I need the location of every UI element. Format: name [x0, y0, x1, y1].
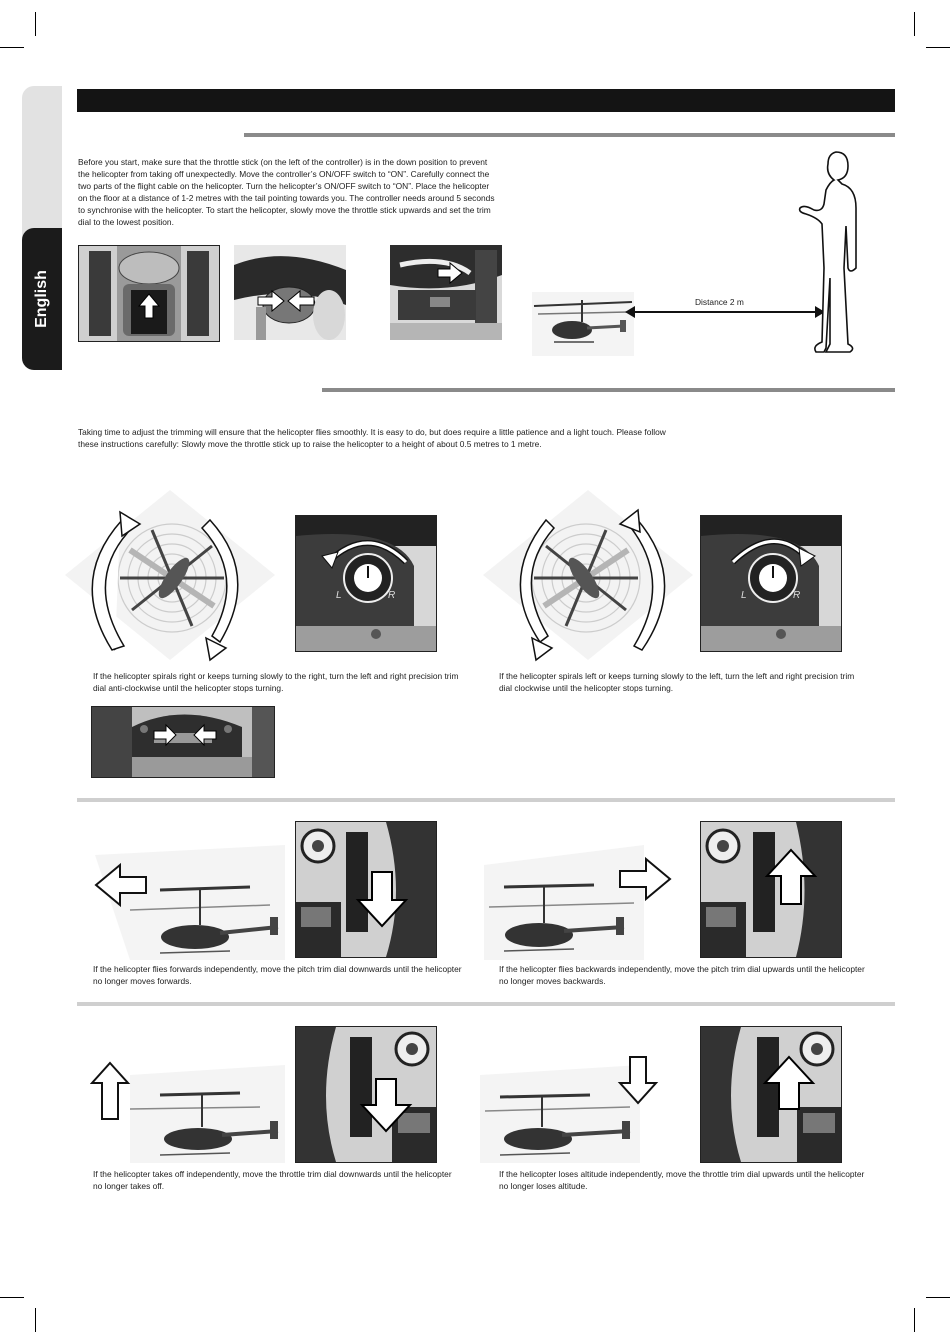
trimming-paragraph: Taking time to adjust the trimming will …: [78, 427, 666, 449]
helicopter-takeoff-diagram: [90, 1061, 285, 1163]
caption-spin-left: If the helicopter spirals left or keeps …: [499, 671, 855, 693]
helicopter-descend-diagram: [480, 1056, 659, 1163]
helicopter-backward-diagram: [484, 845, 672, 960]
separator-pitch: [77, 798, 895, 802]
crop-mark: [926, 1297, 950, 1298]
throttle-trim-down-photo: [295, 1026, 437, 1163]
trim-dial-clockwise-photo: L R: [700, 515, 842, 652]
language-tab-english[interactable]: English: [22, 228, 62, 370]
start-paragraph: Before you start, make sure that the thr…: [78, 157, 495, 227]
throttle-trim-up-photo: [700, 1026, 842, 1163]
distance-arrow: [625, 306, 825, 318]
pitch-trim-up-photo: [700, 821, 842, 958]
pitch-trim-down-photo: [295, 821, 437, 958]
caption-pitch-forward: If the helicopter flies forwards indepen…: [93, 964, 462, 986]
crop-mark: [914, 1308, 915, 1332]
caption-throttle-loses: If the helicopter loses altitude indepen…: [499, 1169, 865, 1191]
subsection-bar-trimming: [322, 388, 895, 392]
crop-mark: [0, 47, 24, 48]
section-heading-bar: [77, 89, 895, 112]
caption-pitch-backward: If the helicopter flies backwards indepe…: [499, 964, 865, 986]
crop-mark: [35, 1308, 36, 1332]
caption-spin-right: If the helicopter spirals right or keeps…: [93, 671, 459, 693]
helicopter-forward-diagram: [94, 845, 285, 960]
dial-letter-r: R: [388, 590, 395, 601]
dial-letter-r: R: [793, 590, 800, 601]
controller-throttle-photo: [78, 245, 220, 342]
caption-throttle-takeoff: If the helicopter takes off independentl…: [93, 1169, 452, 1191]
subsection-bar-start: [244, 133, 895, 137]
helicopter-spin-left-diagram: [483, 490, 693, 662]
dial-letter-l: L: [336, 590, 342, 601]
person-figure: [798, 151, 857, 353]
dial-letter-l: L: [741, 590, 747, 601]
language-tab-label: English: [33, 270, 50, 328]
crop-mark: [914, 12, 915, 36]
crop-mark: [926, 47, 950, 48]
helicopter-distance-photo: [532, 292, 634, 356]
trim-dial-side-photo: [91, 706, 275, 778]
separator-throttle: [77, 1002, 895, 1006]
crop-mark: [0, 1297, 24, 1298]
trim-dial-anticlockwise-photo: L R: [295, 515, 437, 652]
helicopter-spin-right-diagram: [65, 490, 275, 662]
controller-switch-photo: [390, 245, 502, 340]
distance-label: Distance 2 m: [693, 296, 746, 308]
crop-mark: [35, 12, 36, 36]
helicopter-cable-photo: [234, 245, 346, 340]
